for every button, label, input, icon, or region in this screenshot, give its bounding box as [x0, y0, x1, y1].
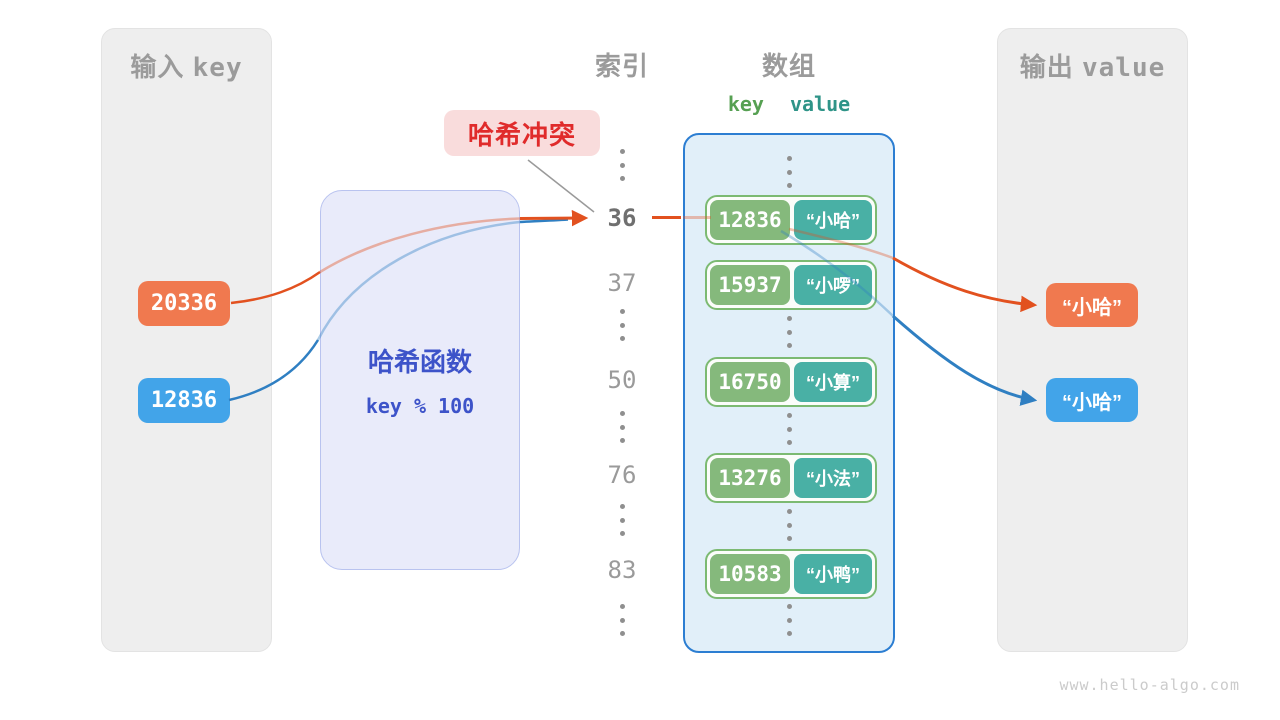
input-panel: 输入 key — [101, 28, 272, 652]
pair-value: “小哈” — [794, 200, 872, 240]
input-key-12836: 12836 — [138, 378, 230, 423]
collision-pointer-line — [527, 159, 595, 213]
output-title-zh: 输出 — [1019, 52, 1074, 82]
array-pair-10583: 10583 “小鸭” — [705, 549, 877, 599]
index-ellipsis — [587, 604, 657, 636]
pair-key: 10583 — [710, 554, 790, 594]
index-ellipsis — [587, 309, 657, 341]
pair-key: 16750 — [710, 362, 790, 402]
index-ellipsis — [587, 149, 657, 181]
arrow-blue-merge — [519, 218, 569, 224]
array-pair-12836: 12836 “小哈” — [705, 195, 877, 245]
input-panel-title: 输入 key — [102, 47, 271, 84]
array-kv-header: key value — [683, 92, 895, 116]
output-value-blue: “小哈” — [1046, 378, 1138, 422]
output-panel: 输出 value — [997, 28, 1188, 652]
key-column-label: key — [727, 92, 764, 116]
output-panel-title: 输出 value — [998, 47, 1187, 84]
pair-key: 15937 — [710, 265, 790, 305]
index-row-83: 83 — [607, 556, 637, 584]
hash-function-formula: key % 100 — [365, 394, 475, 418]
input-key-20336: 20336 — [138, 281, 230, 326]
pair-value: “小法” — [794, 458, 872, 498]
hash-function-box — [320, 190, 520, 570]
array-pair-15937: 15937 “小啰” — [705, 260, 877, 310]
index-row-50: 50 — [607, 366, 637, 394]
index-row-36: 36 — [607, 204, 637, 232]
watermark: www.hello-algo.com — [1059, 676, 1240, 694]
pair-value: “小算” — [794, 362, 872, 402]
pair-value: “小鸭” — [794, 554, 872, 594]
array-ellipsis — [685, 413, 893, 445]
array-container: 12836 “小哈” 15937 “小啰” 16750 “小算” 13276 “… — [683, 133, 895, 653]
input-title-latin: key — [192, 53, 243, 83]
index-ellipsis — [587, 411, 657, 443]
array-ellipsis — [685, 316, 893, 348]
array-ellipsis — [685, 604, 893, 636]
index-ellipsis — [587, 504, 657, 536]
index-row-76: 76 — [607, 461, 637, 489]
index-column-title: 索引 — [594, 51, 649, 81]
collision-badge: 哈希冲突 — [444, 110, 600, 156]
output-value-orange: “小哈” — [1046, 283, 1138, 327]
pair-value: “小啰” — [794, 265, 872, 305]
array-ellipsis — [685, 509, 893, 541]
array-pair-13276: 13276 “小法” — [705, 453, 877, 503]
hash-function-title: 哈希函数 — [367, 347, 472, 377]
pair-key: 12836 — [710, 200, 790, 240]
array-ellipsis — [685, 156, 893, 188]
arrow-to-index-36 — [519, 209, 589, 227]
array-column-title: 数组 — [761, 51, 816, 81]
pair-key: 13276 — [710, 458, 790, 498]
value-column-label: value — [789, 92, 851, 116]
array-pair-16750: 16750 “小算” — [705, 357, 877, 407]
index-row-37: 37 — [607, 269, 637, 297]
input-title-zh: 输入 — [130, 52, 185, 82]
output-title-latin: value — [1081, 53, 1166, 83]
